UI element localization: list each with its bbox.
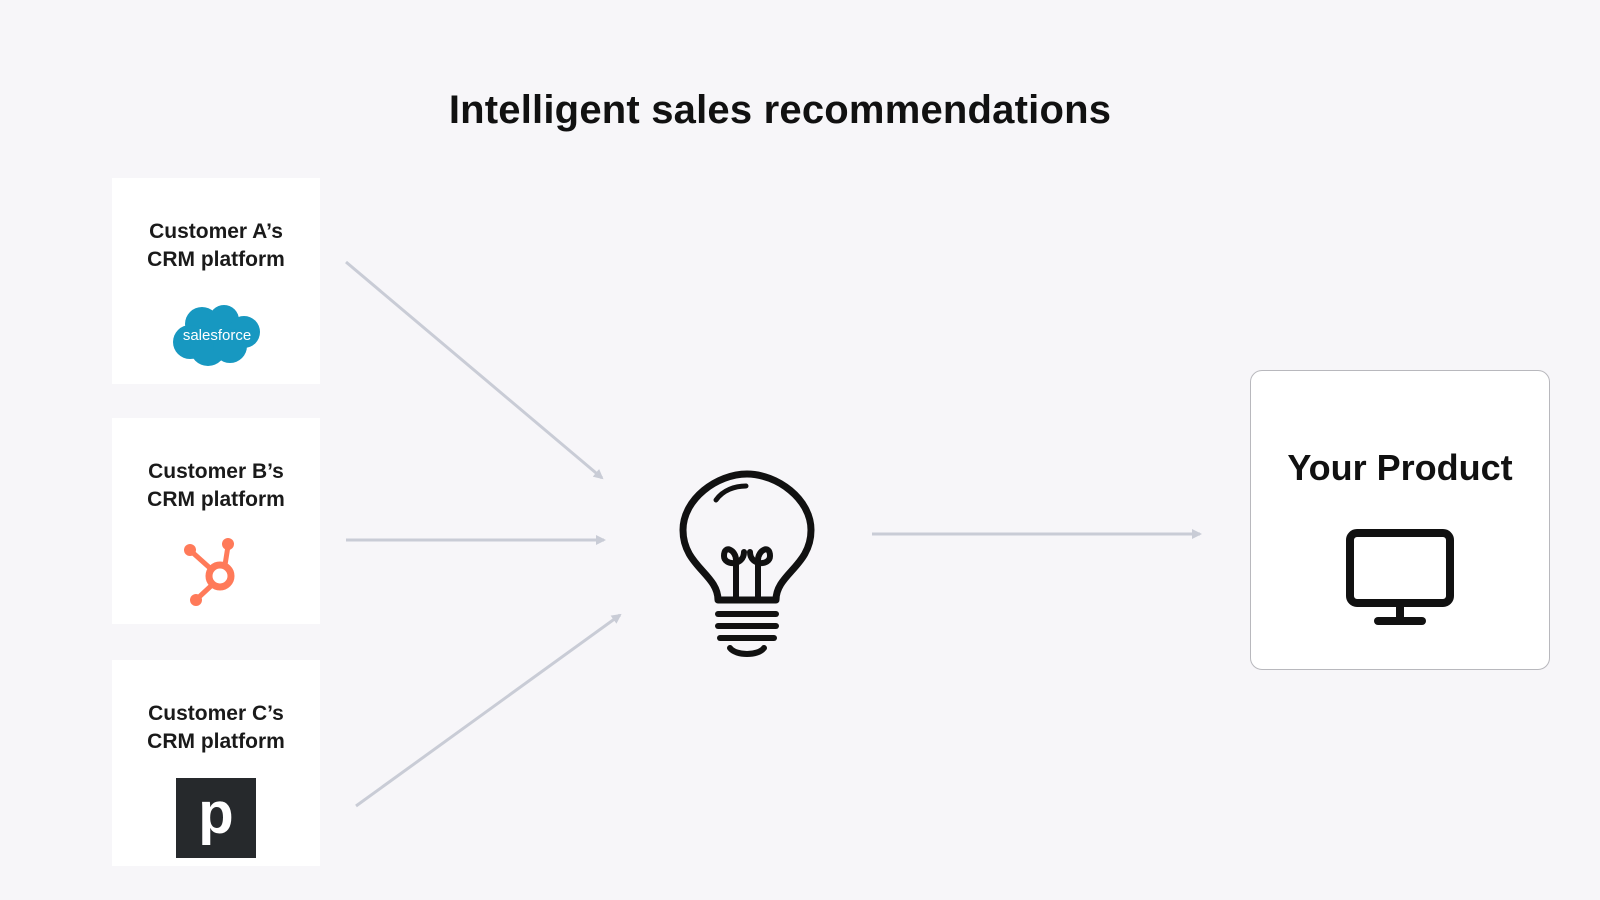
product-box: Your Product	[1250, 370, 1550, 670]
source-card-c-label: Customer C’s CRM platform	[147, 702, 285, 753]
arrow-a-to-hub	[345, 260, 604, 480]
product-title: Your Product	[1287, 447, 1513, 488]
source-card-b: Customer B’s CRM platform	[112, 418, 320, 624]
pipedrive-logo: p	[176, 778, 256, 858]
pipedrive-logo-text: p	[198, 781, 234, 846]
source-card-c: Customer C’s CRM platform p	[112, 660, 320, 866]
salesforce-logo: salesforce	[168, 302, 264, 368]
hubspot-logo	[176, 532, 256, 612]
arrow-c-to-hub	[355, 613, 622, 808]
page-title: Intelligent sales recommendations	[448, 88, 1112, 132]
salesforce-logo-text: salesforce	[183, 327, 251, 344]
lightbulb-icon	[679, 470, 815, 657]
source-card-a: Customer A’s CRM platform salesforce	[112, 178, 320, 384]
monitor-icon	[1346, 529, 1454, 629]
source-card-a-label: Customer A’s CRM platform	[147, 220, 285, 271]
source-card-b-label: Customer B’s CRM platform	[147, 460, 285, 511]
